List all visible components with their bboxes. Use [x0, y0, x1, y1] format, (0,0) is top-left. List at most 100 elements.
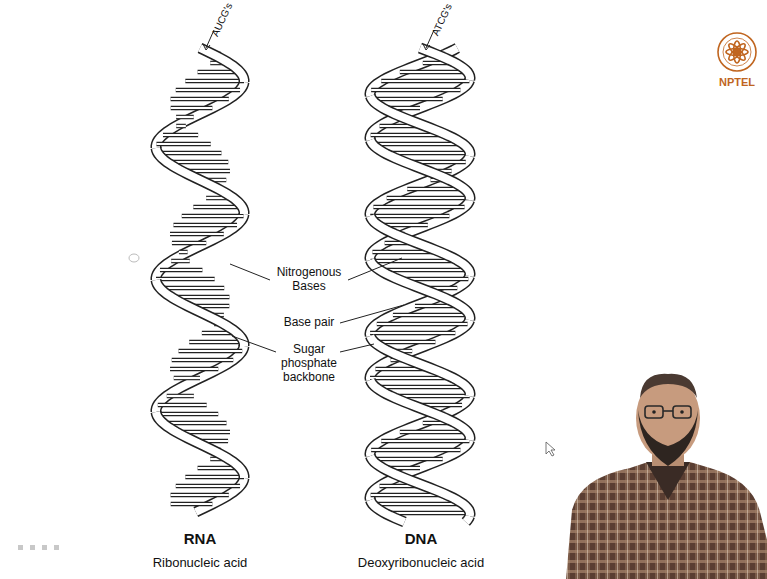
nitrogenous-base	[372, 98, 443, 100]
backbone-outline	[156, 346, 244, 412]
nitrogenous-base	[171, 107, 213, 109]
nitrogenous-base	[380, 269, 469, 271]
shirt-collar	[646, 462, 690, 500]
helix-drawing	[156, 48, 470, 522]
backbone-outline	[200, 48, 244, 82]
checked-shirt	[566, 462, 767, 579]
leader-line	[340, 305, 404, 323]
base-outline	[163, 133, 198, 138]
logo-center	[735, 50, 740, 55]
base-outline	[158, 151, 222, 156]
nitrogenous-base	[185, 80, 244, 82]
control-icon	[42, 545, 47, 550]
molecule-full-name: Ribonucleic acid	[120, 556, 280, 571]
nitrogenous-base	[371, 89, 460, 91]
control-icon	[30, 545, 35, 550]
backbone-outline	[466, 516, 470, 522]
sugar-phosphate-backbone	[370, 216, 470, 276]
base-outline	[387, 196, 470, 201]
sugar-phosphate-backbone	[200, 48, 244, 82]
nitrogenous-base	[381, 440, 469, 442]
arrow-head	[423, 44, 430, 50]
base-outline	[171, 502, 213, 507]
nitrogenous-base	[158, 404, 207, 406]
nitrogenous-base	[160, 287, 224, 289]
nitrogenous-base	[371, 449, 460, 451]
nitrogenous-base	[176, 89, 240, 91]
nitrogenous-base	[171, 260, 190, 262]
base-outline	[371, 448, 460, 453]
sugar-phosphate-backbone	[420, 48, 470, 80]
base-outline	[170, 367, 218, 372]
part-label: Nitrogenous Bases	[267, 266, 351, 294]
nitrogenous-base	[170, 368, 218, 370]
sugar-phosphate-backbone	[370, 500, 404, 522]
nitrogenous-base	[160, 269, 202, 271]
nitrogenous-base	[372, 503, 463, 505]
nitrogenous-base	[171, 503, 213, 505]
backbone-outline	[370, 260, 470, 320]
base-outline	[167, 394, 194, 399]
base-outline	[370, 214, 449, 219]
control-icon	[54, 545, 59, 550]
nitrogenous-base	[373, 206, 464, 208]
leader-line	[340, 344, 374, 352]
logo-ring	[718, 33, 756, 71]
base-outline	[171, 97, 229, 102]
part-label: Base pair	[267, 316, 351, 330]
base-outline	[172, 241, 206, 246]
logo-petal	[727, 42, 748, 63]
molecule-name: DNA	[381, 530, 461, 547]
nitrogenous-base	[174, 377, 200, 379]
sugar-phosphate-backbone	[370, 336, 470, 396]
base-outline	[171, 259, 190, 264]
leader-line	[230, 264, 270, 280]
nitrogenous-base	[167, 395, 194, 397]
sugar-phosphate-backbone	[370, 456, 470, 516]
sugar-phosphate-backbone	[156, 412, 244, 478]
base-outline	[176, 115, 194, 120]
part-label: Sugar phosphate backbone	[274, 343, 344, 384]
slide-controls	[18, 545, 59, 550]
base-outline	[174, 376, 200, 381]
backbone-outline	[156, 82, 244, 148]
base-outline	[179, 250, 188, 255]
nitrogenous-base	[387, 197, 470, 199]
nitrogenous-base	[370, 215, 449, 217]
base-outline	[156, 142, 210, 147]
base-outline	[377, 322, 468, 327]
nitrogenous-base	[179, 350, 243, 352]
nitrogenous-base	[393, 314, 469, 316]
base-outline	[176, 124, 186, 129]
nitrogenous-base	[156, 278, 215, 280]
control-icon	[18, 545, 23, 550]
presenter	[566, 374, 767, 579]
base-outline	[189, 340, 243, 345]
arrow-head	[203, 44, 210, 50]
leader-line	[348, 258, 402, 280]
base-outline	[171, 493, 229, 498]
base-outline	[372, 142, 463, 147]
logo-ring	[723, 38, 751, 66]
backbone-outline	[420, 48, 470, 80]
nitrogenous-base	[172, 359, 234, 361]
base-outline	[182, 214, 244, 219]
sugar-phosphate-backbone	[156, 280, 244, 346]
base-outline	[156, 412, 218, 417]
sugar-phosphate-backbone	[156, 346, 244, 412]
nitrogenous-base	[381, 80, 469, 82]
backbone-outline	[370, 216, 470, 276]
backbone-outline	[370, 456, 470, 516]
hair	[640, 374, 697, 398]
backbone-outline	[156, 412, 244, 478]
nitrogenous-base	[179, 251, 188, 253]
glasses	[645, 406, 691, 418]
nitrogenous-base	[163, 134, 198, 136]
logo-petal	[726, 49, 748, 56]
backbone-outline	[370, 140, 470, 200]
nitrogenous-base	[171, 494, 229, 496]
eye	[680, 410, 684, 414]
nptel-logo	[718, 33, 756, 71]
sugar-phosphate-backbone	[466, 516, 470, 522]
